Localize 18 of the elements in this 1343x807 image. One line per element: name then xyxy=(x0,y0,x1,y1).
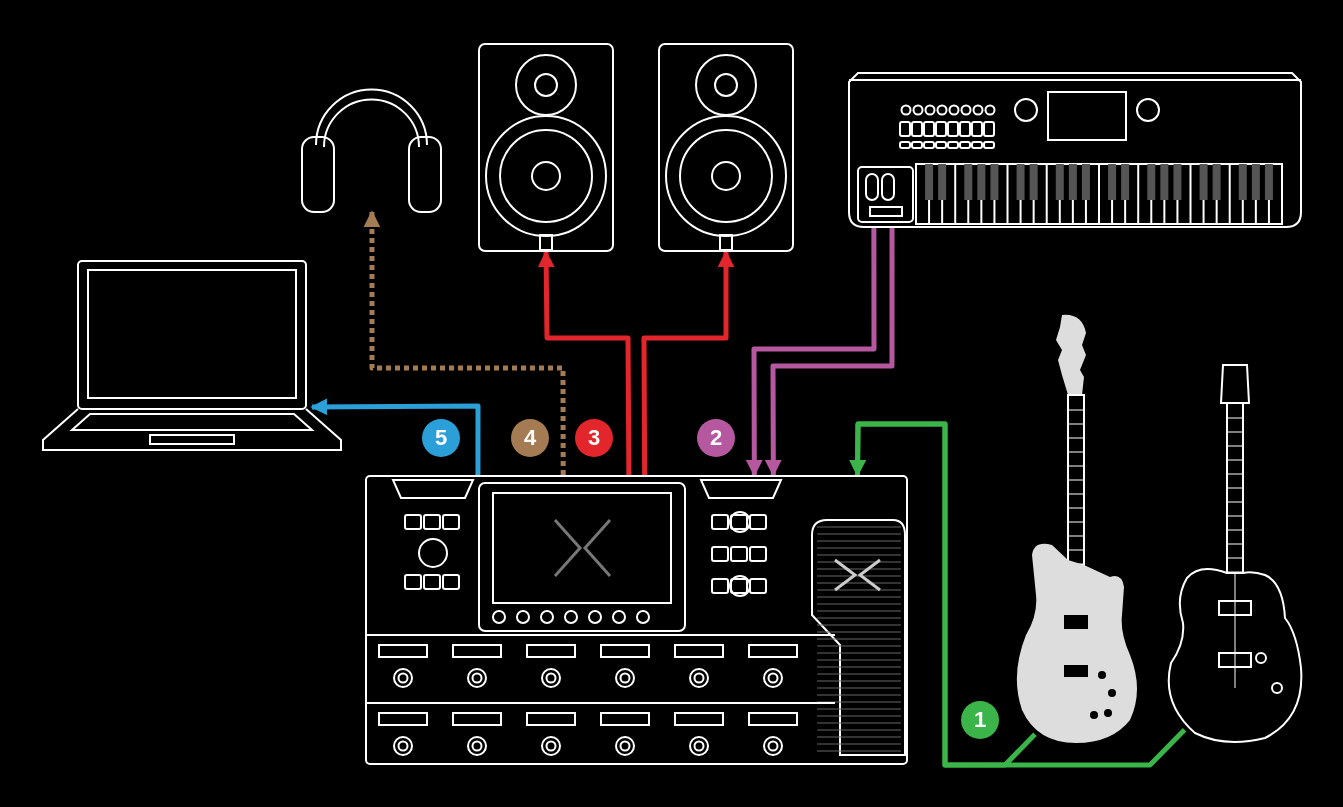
connector-arrow xyxy=(764,228,895,477)
connector-arrow xyxy=(363,210,566,475)
connector-arrow xyxy=(745,228,877,477)
speaker-drawing xyxy=(478,43,614,252)
callout-number: 2 xyxy=(697,419,735,457)
connector-arrow xyxy=(641,250,735,475)
callout-number: 3 xyxy=(575,419,613,457)
laptop-drawing xyxy=(42,260,342,452)
speaker-drawing xyxy=(658,43,794,252)
effects-processor-drawing xyxy=(365,475,908,765)
connector-arrow xyxy=(537,250,632,475)
keyboard-drawing xyxy=(848,72,1302,228)
callout-number: 5 xyxy=(422,419,460,457)
connector-arrow xyxy=(310,398,481,475)
callout-number: 1 xyxy=(961,701,999,739)
callout-number: 4 xyxy=(511,419,549,457)
electric-guitar-drawing xyxy=(1165,363,1305,745)
connector-arrow xyxy=(849,421,1187,768)
